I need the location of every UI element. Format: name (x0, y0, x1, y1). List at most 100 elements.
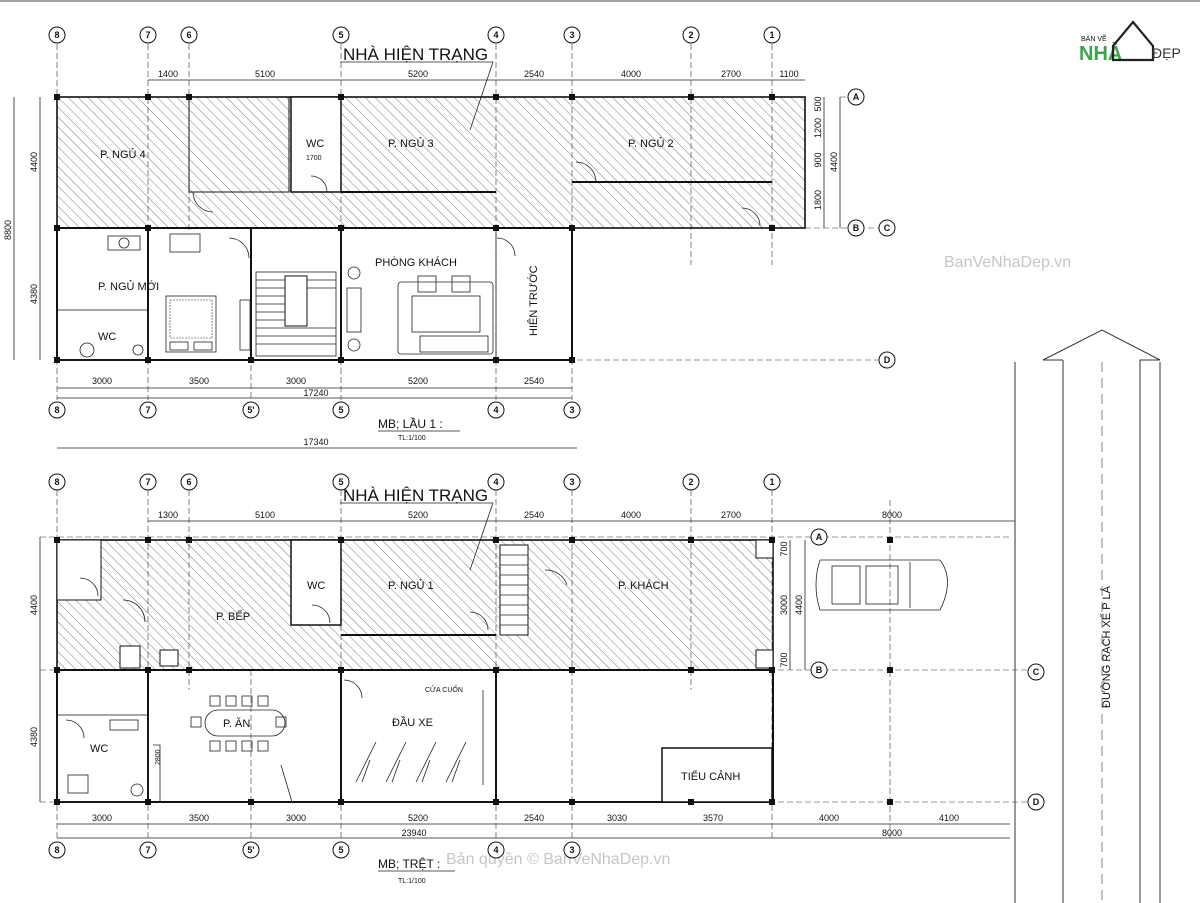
lower-columns (54, 537, 893, 805)
svg-text:4: 4 (493, 477, 498, 487)
svg-text:2540: 2540 (524, 813, 544, 823)
dining-table (190, 695, 287, 752)
upper-right-dimensions: 500 1200 900 1800 4400 (813, 96, 841, 228)
svg-text:4000: 4000 (621, 510, 641, 520)
svg-text:1: 1 (769, 477, 774, 487)
svg-text:7: 7 (145, 30, 150, 40)
svg-text:B: B (816, 665, 823, 675)
svg-text:1100: 1100 (779, 69, 798, 79)
svg-text:4: 4 (493, 405, 498, 415)
upper-top-dimensions: 1400 5100 5200 2540 4000 2700 1100 (148, 69, 805, 81)
svg-text:6: 6 (186, 30, 191, 40)
upper-grid-bubbles-top: 8 7 6 5 4 3 2 1 (48, 26, 781, 44)
dining-dim: 2800 (155, 749, 162, 765)
street-name: ĐƯỜNG RẠCH XẾ P LÁ (1100, 585, 1113, 708)
upper-existing-building (56, 96, 806, 229)
svg-text:7: 7 (145, 845, 150, 855)
svg-text:8: 8 (54, 30, 59, 40)
car-icon (815, 559, 948, 611)
svg-text:5: 5 (338, 477, 343, 487)
upper-left-dimensions: 8800 4400 4380 (3, 97, 41, 360)
svg-text:4000: 4000 (621, 69, 641, 79)
svg-text:900: 900 (813, 152, 823, 167)
svg-text:5200: 5200 (408, 510, 428, 520)
logo: BẢN VẼ NHÀ ĐẸP (1079, 20, 1181, 65)
svg-text:2: 2 (688, 30, 693, 40)
room-bed4: P. NGỦ 4 (100, 148, 146, 161)
lower-top-dimensions: 1300 5100 5200 2540 4000 2700 8000 (148, 510, 1015, 522)
svg-text:700: 700 (779, 541, 789, 556)
svg-text:4400: 4400 (29, 595, 39, 615)
svg-text:4400: 4400 (794, 595, 804, 615)
room-living-lower: P. KHÁCH (618, 579, 669, 592)
svg-text:5: 5 (338, 30, 343, 40)
room-kitchen: P. BẾP (216, 610, 250, 623)
lower-heading: NHÀ HIỆN TRẠNG (343, 486, 488, 505)
svg-text:17240: 17240 (303, 388, 328, 398)
upper-grid-bubbles-bottom: 8 7 5' 5 4 3 (48, 401, 581, 419)
svg-text:5100: 5100 (255, 69, 275, 79)
watermark-copyright: Bản quyền © BanVeNhaDep.vn (446, 851, 670, 868)
svg-text:2700: 2700 (721, 510, 741, 520)
svg-text:3000: 3000 (779, 595, 789, 615)
svg-text:17340: 17340 (303, 437, 328, 447)
svg-text:3: 3 (569, 477, 574, 487)
svg-text:8800: 8800 (3, 220, 13, 240)
upper-heading: NHÀ HIỆN TRẠNG (343, 45, 488, 64)
svg-text:D: D (1033, 797, 1040, 807)
svg-text:4: 4 (493, 30, 498, 40)
room-living: PHÒNG KHÁCH (375, 256, 457, 269)
lower-grid-bubbles-top: 8 7 6 5 4 3 2 1 (48, 473, 781, 491)
street: ĐƯỜNG RẠCH XẾ P LÁ (1014, 329, 1161, 903)
lower-bottom-dimensions: 3000 3500 3000 5200 2540 3030 3570 4000 … (57, 813, 1010, 839)
watermark-site: BanVeNhaDep.vn (944, 254, 1071, 271)
svg-text:3030: 3030 (607, 813, 627, 823)
logo-top-text: BẢN VẼ (1081, 34, 1107, 43)
svg-text:5200: 5200 (408, 69, 428, 79)
svg-text:5': 5' (247, 845, 254, 855)
svg-text:5200: 5200 (408, 376, 428, 386)
svg-text:23940: 23940 (401, 828, 426, 838)
svg-text:8000: 8000 (882, 828, 902, 838)
lower-scale: TL:1/100 (398, 878, 426, 885)
svg-text:3500: 3500 (189, 813, 209, 823)
room-garden: TIỂU CẢNH (681, 770, 740, 783)
svg-text:C: C (884, 223, 891, 233)
room-new-bed: P. NGỦ MỚI (98, 280, 159, 293)
svg-text:3000: 3000 (286, 813, 306, 823)
svg-text:C: C (1033, 667, 1040, 677)
svg-text:1300: 1300 (158, 510, 178, 520)
lower-existing-building (56, 539, 774, 671)
room-wc-left: WC (98, 331, 116, 343)
upper-stairs (255, 271, 337, 357)
svg-text:8: 8 (54, 845, 59, 855)
svg-text:5: 5 (338, 845, 343, 855)
room-parking: ĐẦU XE (392, 716, 433, 729)
svg-text:A: A (853, 92, 860, 102)
svg-text:3: 3 (569, 845, 574, 855)
logo-house-icon (1111, 20, 1155, 62)
upper-grid-bubbles-right: A B C D (847, 88, 896, 369)
room-bed3: P. NGỦ 3 (388, 137, 434, 150)
lower-right-dimensions: 700 3000 4400 700 (779, 540, 806, 670)
svg-text:A: A (816, 532, 823, 542)
lower-wc-fixtures (65, 719, 144, 797)
svg-text:7: 7 (145, 477, 150, 487)
svg-text:3000: 3000 (286, 376, 306, 386)
svg-text:8000: 8000 (882, 510, 902, 520)
upper-new-part (56, 227, 573, 361)
svg-text:4400: 4400 (829, 152, 839, 172)
svg-text:3570: 3570 (703, 813, 723, 823)
room-front: HIÊN TRƯỚC (527, 265, 540, 336)
lower-left-dimensions: 4400 4380 (29, 537, 41, 802)
svg-text:2540: 2540 (524, 376, 544, 386)
svg-text:2: 2 (688, 477, 693, 487)
logo-main-text: NHÀ (1079, 42, 1122, 65)
svg-text:5200: 5200 (408, 813, 428, 823)
svg-text:2700: 2700 (721, 69, 741, 79)
garden-box (661, 747, 773, 803)
street-arrow-icon (1042, 329, 1161, 903)
lower-grid-bubbles-right: A B C D (810, 528, 1045, 811)
svg-text:8: 8 (54, 477, 59, 487)
svg-text:7: 7 (145, 405, 150, 415)
